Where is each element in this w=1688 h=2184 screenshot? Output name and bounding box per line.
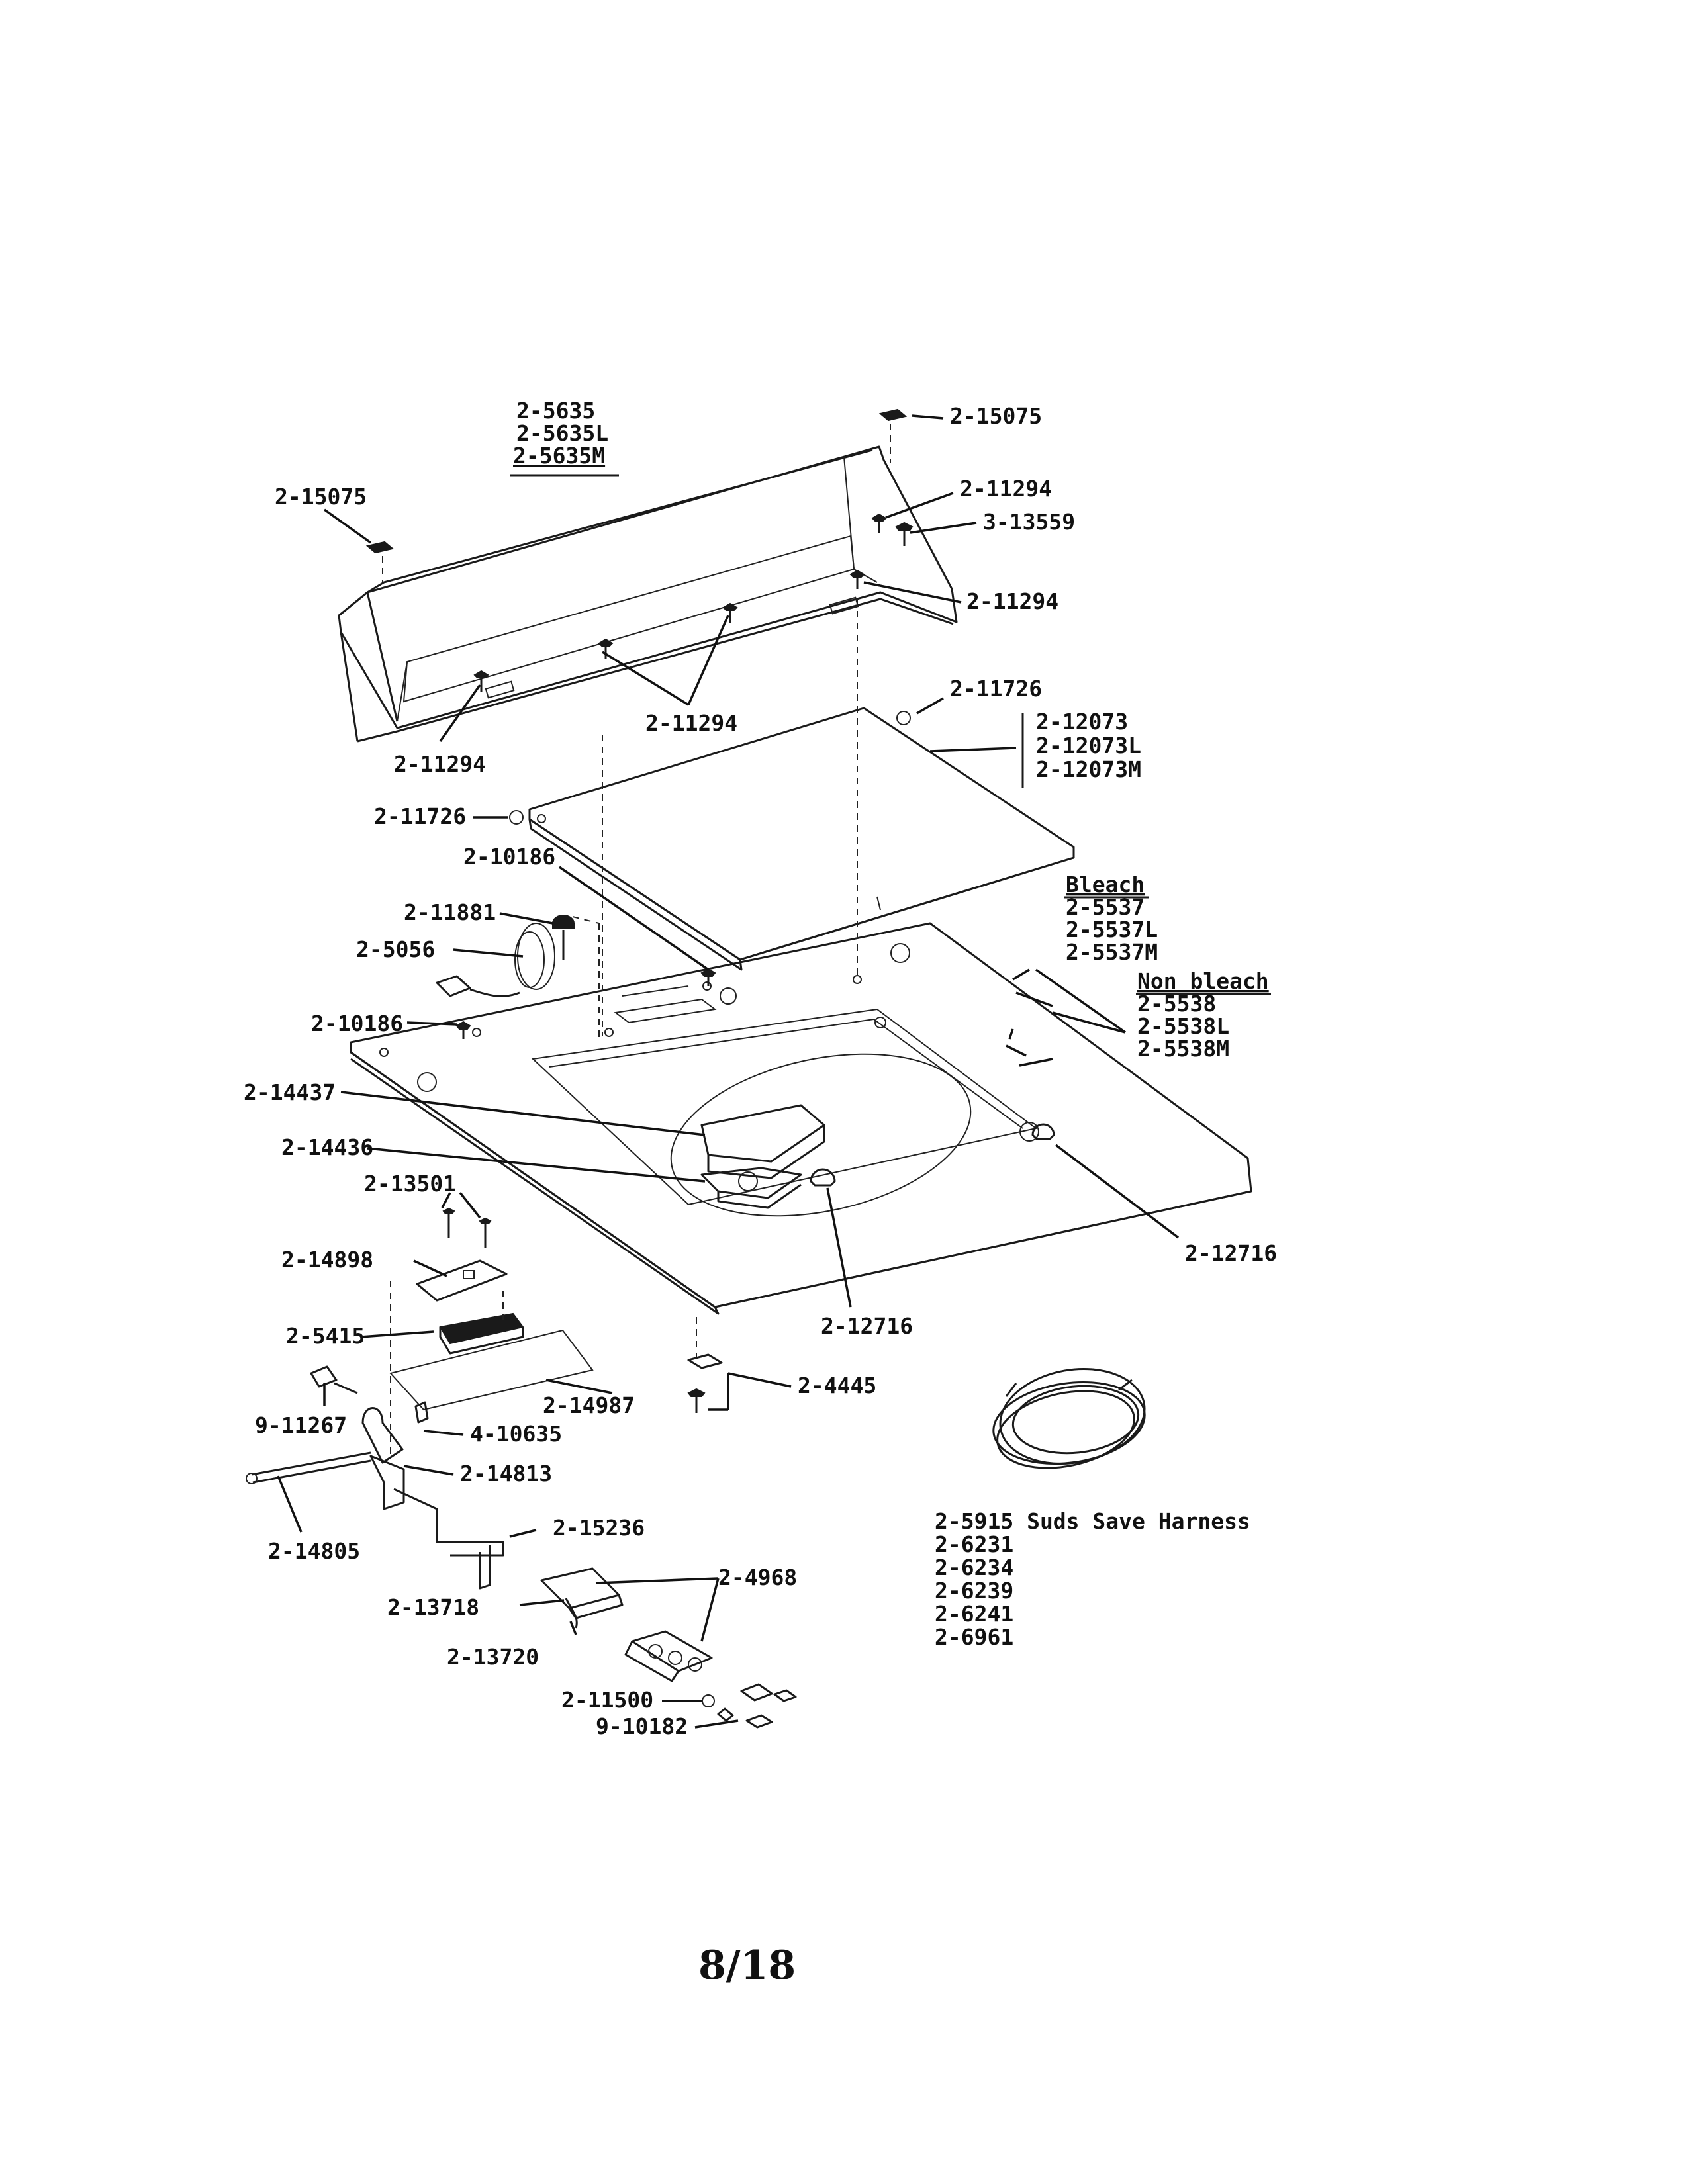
label-screw-g: 2-10186 (311, 1011, 403, 1036)
console-clips (365, 408, 908, 582)
switch-and-cord (436, 915, 716, 1039)
part-labels: 2-5635 2-5635L 2-5635M 2-15075 2-15075 2… (244, 398, 1277, 1989)
control-panel-drawing (338, 445, 958, 743)
label-part-14437: 2-14437 (244, 1079, 336, 1105)
label-bumper-right: 2-11726 (950, 676, 1042, 702)
label-bleach-part-2: 2-5537M (1066, 939, 1158, 965)
label-clip-top-right: 2-15075 (950, 403, 1042, 429)
label-lid-1: 2-12073L (1036, 733, 1141, 758)
label-nonbleach-part-2: 2-5538M (1137, 1036, 1229, 1062)
label-screw-d: 2-11294 (645, 710, 737, 736)
label-part-14898: 2-14898 (281, 1247, 373, 1273)
label-lid-2: 2-12073M (1036, 756, 1141, 782)
label-bumper-left: 2-11726 (374, 803, 466, 829)
label-harness-5: 2-6961 (935, 1624, 1013, 1650)
label-part-14436: 2-14436 (281, 1134, 373, 1160)
label-harness-0: 2-5915 Suds Save Harness (935, 1508, 1250, 1534)
label-part-4968: 2-4968 (718, 1565, 797, 1590)
label-nonbleach-heading: Non bleach (1137, 968, 1269, 994)
lid-drawing (509, 707, 1075, 971)
label-harness-3: 2-6239 (935, 1578, 1013, 1604)
label-cord-5056: 2-5056 (356, 936, 435, 962)
label-harness-1: 2-6231 (935, 1531, 1013, 1557)
label-screw-f: 2-10186 (463, 844, 555, 870)
label-part-14987: 2-14987 (543, 1392, 635, 1418)
harness-coil-drawing (992, 1367, 1146, 1469)
label-screw-c: 2-11294 (966, 588, 1058, 614)
label-part-15236: 2-15236 (553, 1515, 645, 1541)
label-clip-top-left: 2-15075 (275, 484, 367, 510)
label-harness-4: 2-6241 (935, 1601, 1013, 1627)
label-part-10635: 4-10635 (470, 1421, 562, 1447)
label-part-13718: 2-13718 (387, 1594, 479, 1620)
label-bleach-part-1: 2-5537L (1066, 917, 1158, 942)
label-part-10182: 9-10182 (596, 1713, 688, 1739)
page-number: 8/18 (698, 1942, 796, 1989)
label-control-panel-1: 2-5635L (516, 420, 608, 446)
label-nonbleach-part-1: 2-5538L (1137, 1013, 1229, 1039)
leader-lines (277, 414, 1180, 1729)
label-screw-e: 2-11294 (394, 751, 486, 777)
label-part-12716-b: 2-12716 (821, 1313, 913, 1339)
label-part-11267: 9-11267 (255, 1412, 347, 1438)
label-screw-a: 2-11294 (960, 476, 1052, 502)
lower-left-components (246, 1207, 594, 1590)
label-part-13501: 2-13501 (364, 1171, 456, 1197)
label-part-4445: 2-4445 (798, 1373, 876, 1398)
label-part-13720: 2-13720 (447, 1644, 539, 1670)
label-harness-2: 2-6234 (935, 1555, 1013, 1580)
console-screws (473, 513, 914, 692)
label-lid-0: 2-12073 (1036, 709, 1128, 735)
label-part-5415: 2-5415 (286, 1323, 365, 1349)
label-control-panel-2: 2-5635M (513, 443, 605, 469)
label-bleach-heading: Bleach (1066, 872, 1145, 897)
label-part-14805: 2-14805 (268, 1538, 360, 1564)
dispenser-parts (700, 1104, 1055, 1209)
label-control-panel-0: 2-5635 (516, 398, 595, 424)
label-part-11500: 2-11500 (561, 1687, 653, 1713)
label-screw-b: 3-13559 (983, 509, 1075, 535)
label-part-12716-a: 2-12716 (1185, 1240, 1277, 1266)
lower-middle-components (540, 1317, 797, 1729)
label-part-14813: 2-14813 (460, 1461, 552, 1486)
label-switch-11881: 2-11881 (404, 899, 496, 925)
